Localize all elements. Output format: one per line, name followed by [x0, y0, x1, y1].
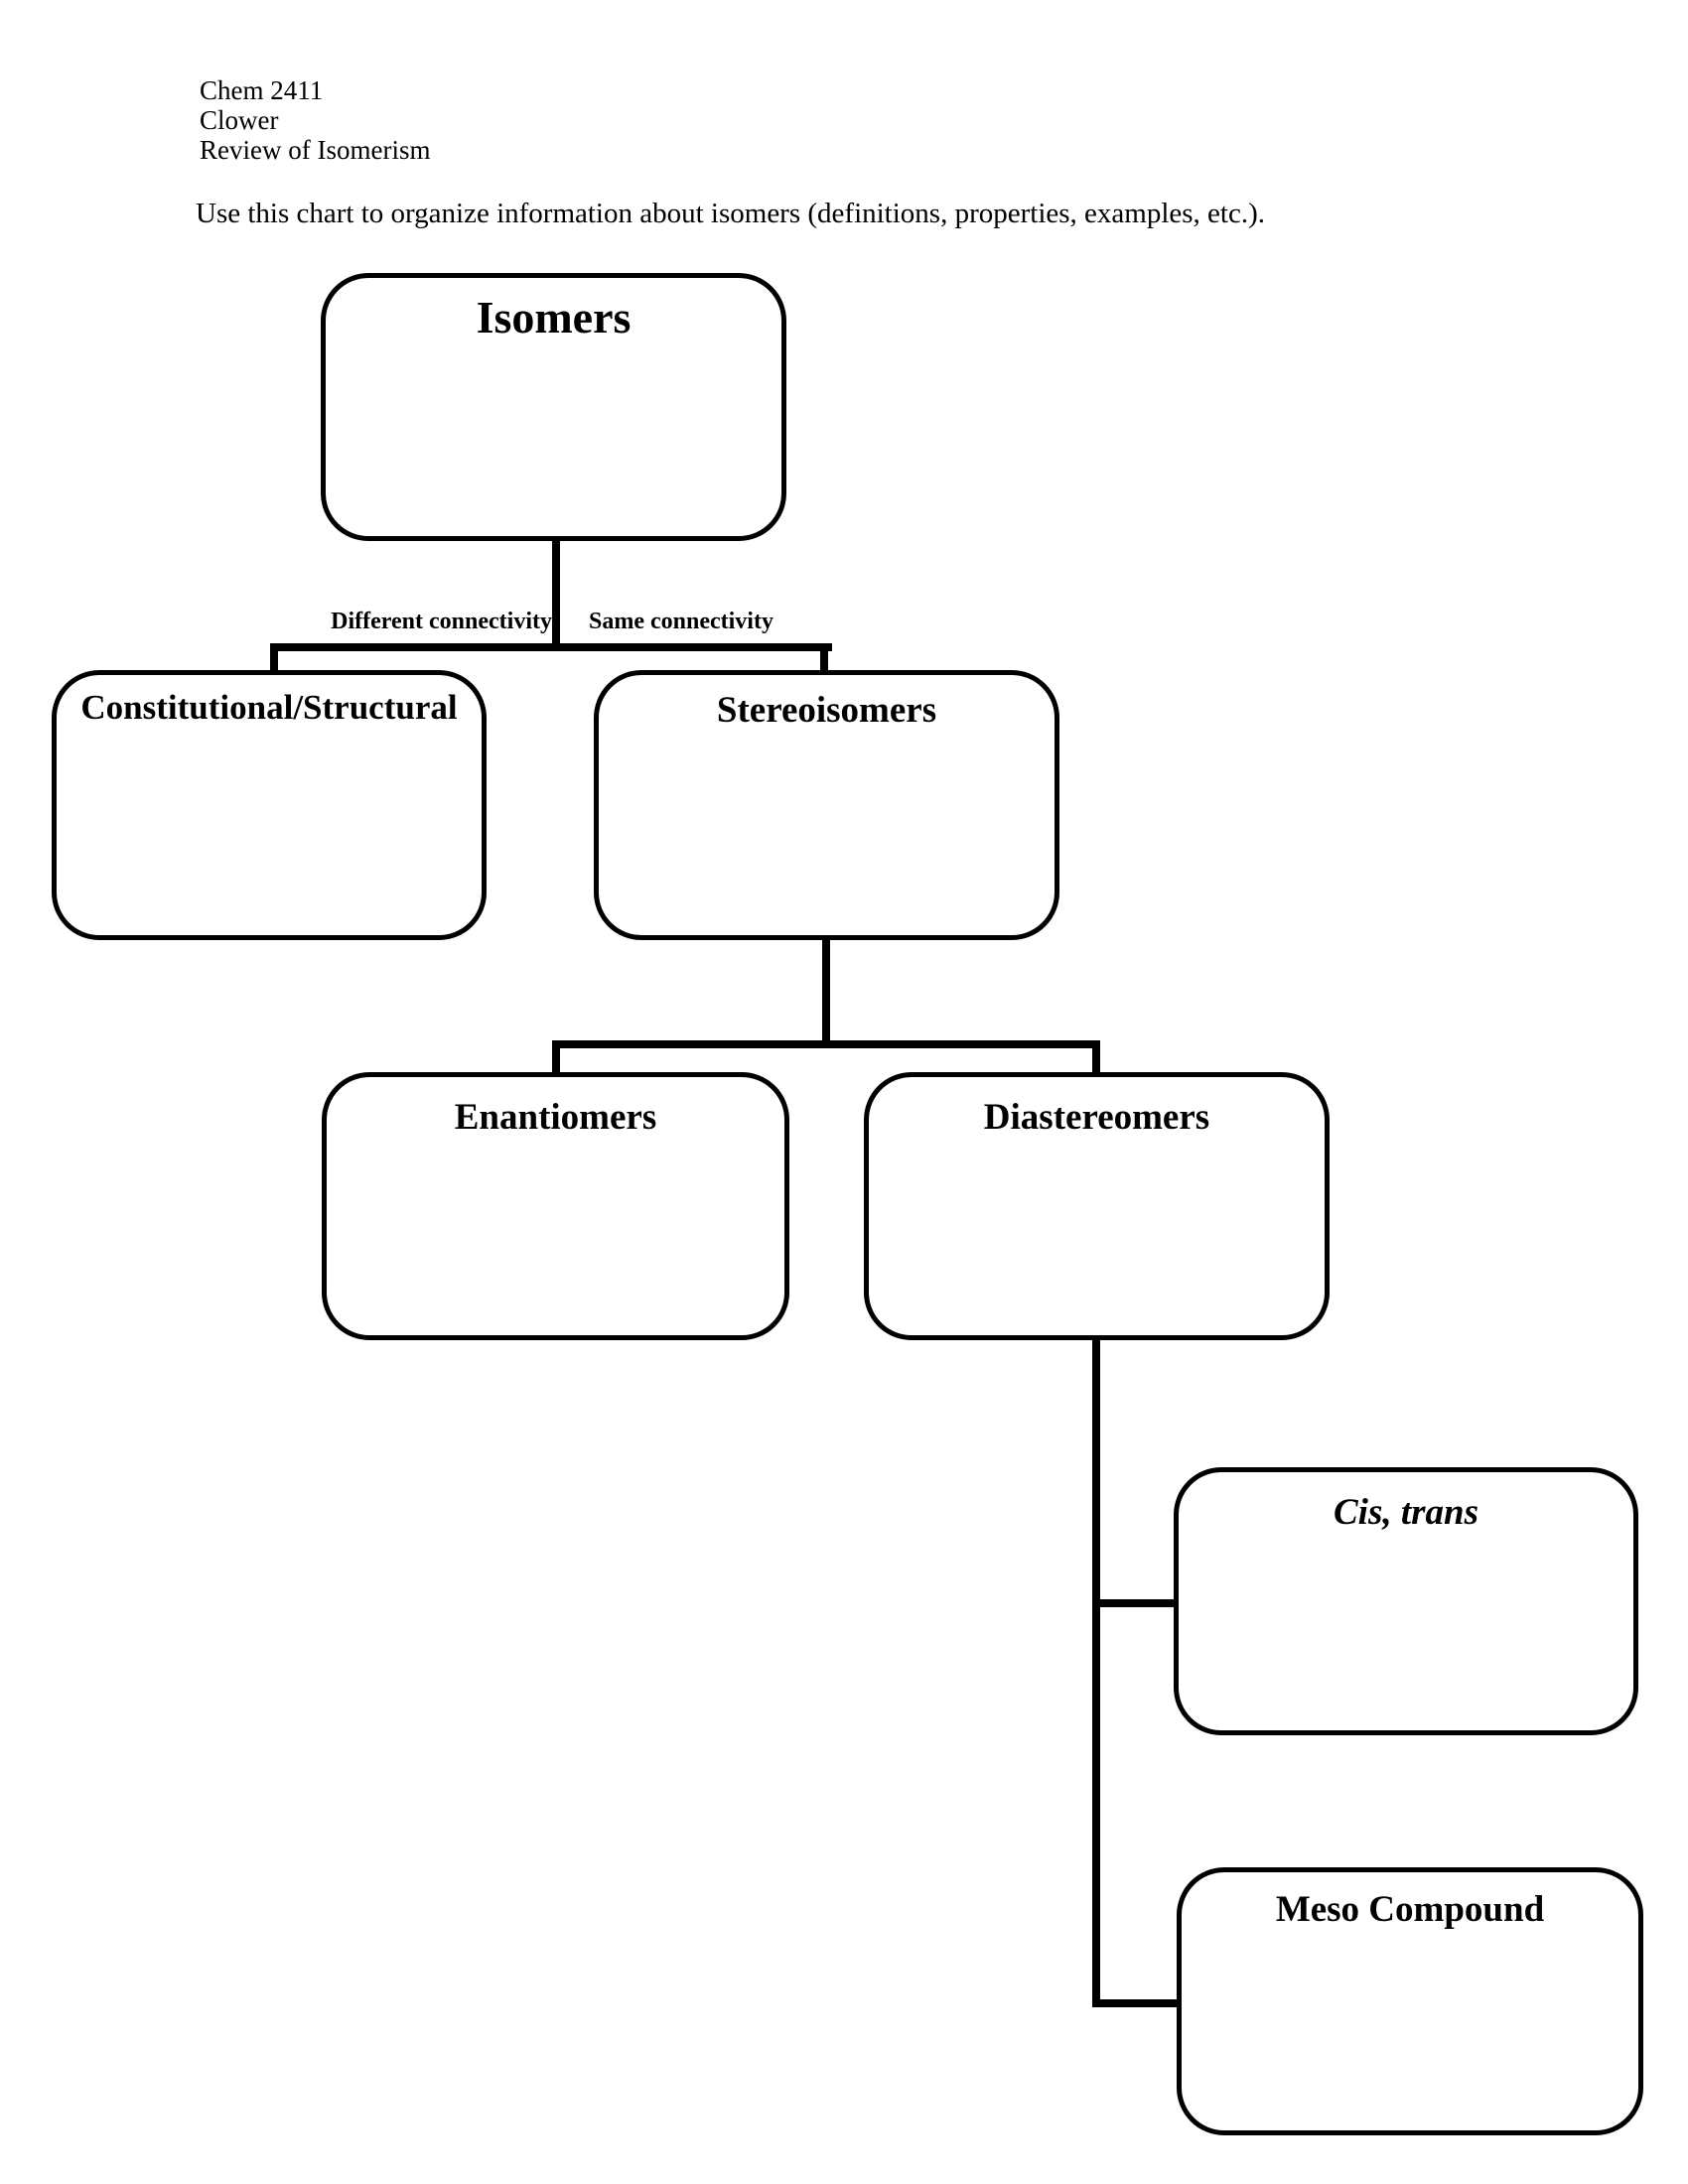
node-isomers: Isomers [321, 273, 786, 541]
node-title-isomers: Isomers [476, 292, 632, 342]
node-title-diastereomers: Diastereomers [983, 1097, 1210, 1138]
header-course: Chem 2411 [200, 75, 324, 105]
node-meso-compound: Meso Compound [1177, 1867, 1643, 2135]
connector-stub-cis-trans [1092, 1599, 1179, 1607]
document-header: Chem 2411 Clower Review of Isomerism [200, 75, 430, 165]
node-title-cis-trans: Cis, trans [1333, 1492, 1478, 1533]
node-enantiomers: Enantiomers [322, 1072, 789, 1340]
node-title-stereoisomers: Stereoisomers [716, 690, 937, 731]
connector-drop-constitutional [270, 643, 278, 675]
node-constitutional-structural: Constitutional/Structural [52, 670, 487, 940]
connector-drop-enantiomers [552, 1040, 560, 1077]
node-title-enantiomers: Enantiomers [454, 1097, 657, 1138]
node-cis-trans: Cis, trans [1174, 1467, 1638, 1735]
connector-level1-horizontal [270, 643, 832, 651]
connector-level2-horizontal [552, 1040, 1100, 1048]
connector-isomers-down [552, 541, 560, 651]
node-title-constitutional-structural: Constitutional/Structural [80, 688, 458, 727]
header-title: Review of Isomerism [200, 135, 431, 165]
connector-stereoisomers-down [822, 940, 830, 1048]
node-title-meso-compound: Meso Compound [1275, 1889, 1545, 1930]
instruction-text: Use this chart to organize information a… [196, 198, 1266, 229]
node-diastereomers: Diastereomers [864, 1072, 1330, 1340]
connector-diastereomers-down [1092, 1340, 1100, 2007]
node-stereoisomers: Stereoisomers [594, 670, 1059, 940]
edge-label-same-connectivity: Same connectivity [589, 609, 774, 634]
edge-label-different-connectivity: Different connectivity [331, 609, 552, 634]
connector-stub-meso [1092, 1999, 1182, 2007]
connector-drop-stereoisomers [820, 643, 828, 675]
header-instructor: Clower [200, 105, 279, 135]
connector-drop-diastereomers [1092, 1040, 1100, 1077]
